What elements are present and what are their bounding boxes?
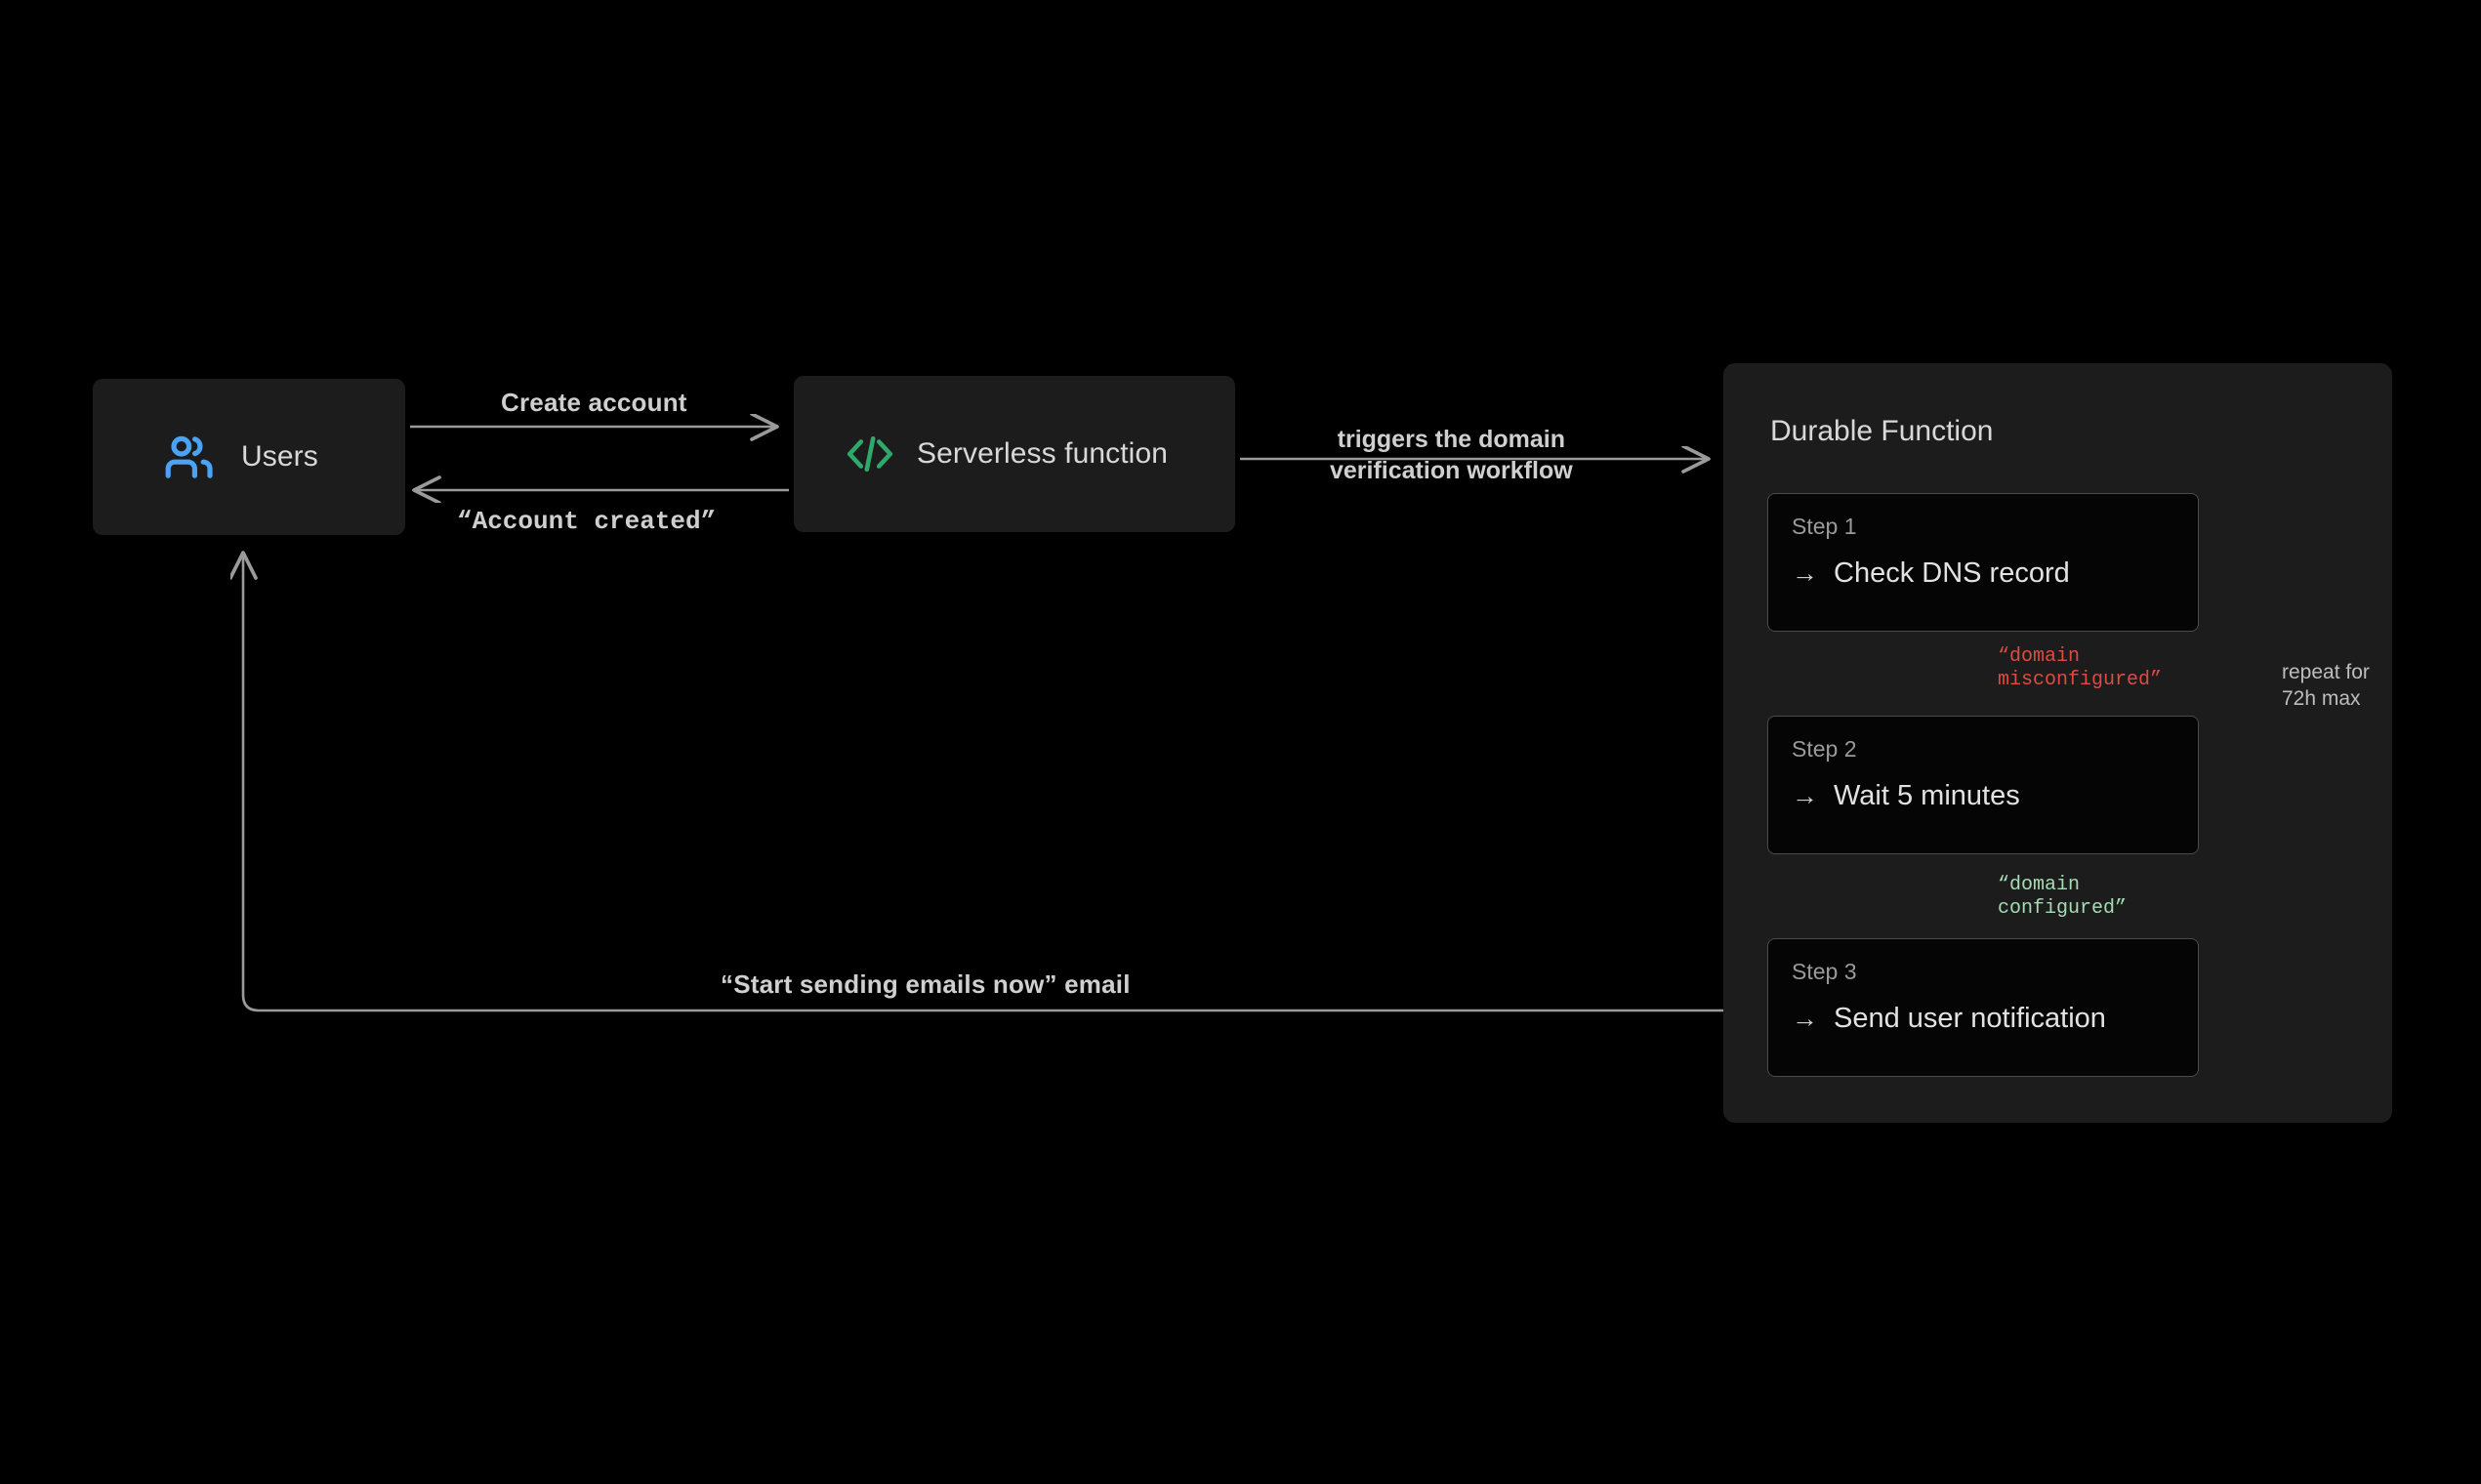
step-2-row: → Wait 5 minutes xyxy=(1792,782,2198,810)
edge-label-domain-misconfigured: “domain misconfigured” xyxy=(1998,645,2163,692)
edge-label-repeat-72h: repeat for 72h max xyxy=(2282,661,2370,710)
step-1-row: → Check DNS record xyxy=(1792,559,2198,588)
users-group-icon xyxy=(165,435,218,478)
edge-label-domain-configured: “domain configured” xyxy=(1998,874,2128,921)
node-serverless-function[interactable]: Serverless function xyxy=(794,376,1235,532)
node-users-label: Users xyxy=(241,440,318,473)
step-2-title: Wait 5 minutes xyxy=(1834,780,2020,811)
edge-label-triggers: triggers the domain verification workflo… xyxy=(1330,426,1573,484)
panel-durable-function: Durable Function Step 1 → Check DNS reco… xyxy=(1723,363,2392,1123)
step-3-title: Send user notification xyxy=(1834,1003,2106,1034)
arrow-right-icon: → xyxy=(1792,1004,1818,1033)
step-card-3[interactable]: Step 3 → Send user notification xyxy=(1767,938,2199,1077)
step-card-1[interactable]: Step 1 → Check DNS record xyxy=(1767,493,2199,632)
step-1-kicker: Step 1 xyxy=(1792,514,1857,539)
edge-label-account-created: “Account created” xyxy=(457,507,717,536)
step-2-kicker: Step 2 xyxy=(1792,736,1857,762)
edge-email-return xyxy=(243,553,1767,1012)
node-serverless-label: Serverless function xyxy=(917,437,1169,470)
arrow-right-icon: → xyxy=(1792,781,1818,810)
code-brackets-icon xyxy=(845,433,895,474)
step-3-row: → Send user notification xyxy=(1792,1005,2198,1033)
durable-function-title: Durable Function xyxy=(1770,415,1994,447)
edge-label-create-account: Create account xyxy=(501,388,687,417)
step-card-2[interactable]: Step 2 → Wait 5 minutes xyxy=(1767,716,2199,854)
node-users[interactable]: Users xyxy=(93,379,405,535)
step-3-kicker: Step 3 xyxy=(1792,959,1857,984)
edge-label-start-sending-emails: “Start sending emails now” email xyxy=(721,969,1131,999)
arrow-right-icon: → xyxy=(1792,558,1818,588)
step-1-title: Check DNS record xyxy=(1834,557,2070,589)
